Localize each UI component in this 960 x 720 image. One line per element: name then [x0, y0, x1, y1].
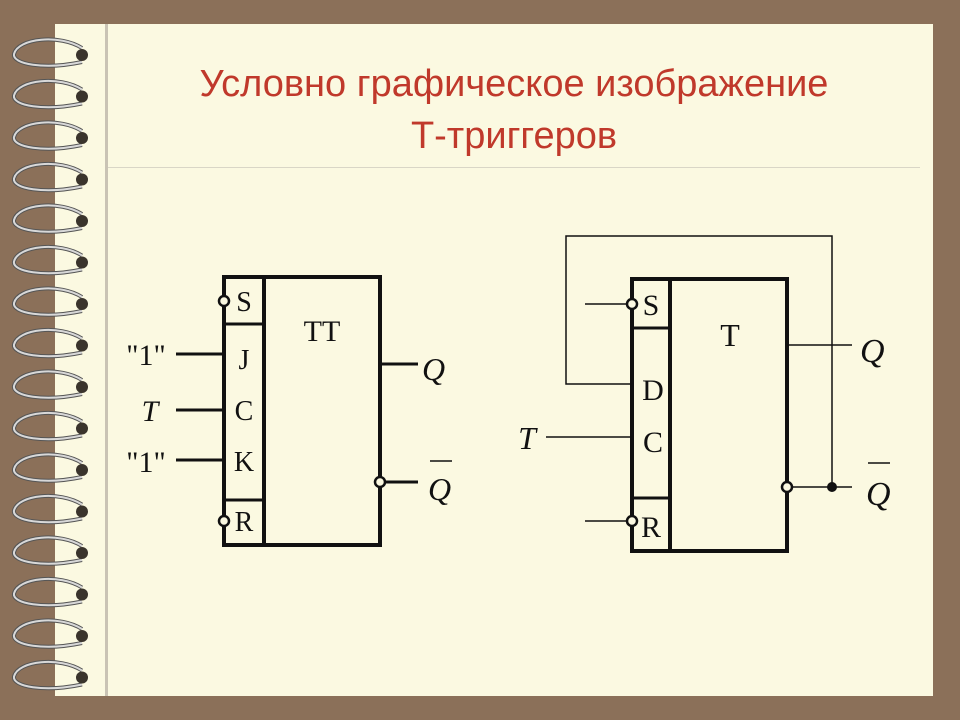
spiral-ring: [12, 535, 88, 566]
right-junction-dot: [827, 482, 837, 492]
spiral-ring: [12, 78, 88, 110]
left-s-inversion: [217, 294, 231, 308]
left-input-k-value: "1": [126, 446, 166, 479]
spiral-ring: [12, 203, 88, 234]
right-pin-r: R: [641, 511, 661, 544]
left-pin-c: C: [235, 396, 254, 427]
spiral-ring: [12, 618, 88, 649]
left-pin-s: S: [236, 287, 252, 318]
spiral-ring: [12, 244, 88, 276]
left-r-inversion: [217, 514, 231, 528]
right-r-inversion: [625, 514, 639, 528]
left-input-t: T: [142, 395, 161, 428]
spiral-binding-icon: [12, 37, 88, 691]
title-line-1: Условно графическое изображение: [199, 63, 829, 105]
right-function-label: T: [720, 317, 740, 353]
margin-line: [105, 24, 108, 696]
right-s-inversion: [625, 297, 639, 311]
spiral-ring: [12, 161, 88, 193]
left-function-label: TT: [304, 315, 341, 348]
right-trigger-body: [630, 277, 789, 553]
spiral-ring: [12, 452, 88, 483]
left-output-nq: Q: [428, 471, 451, 507]
slide-title: Условно графическое изображение Т-тригге…: [108, 58, 920, 162]
right-nq-inversion: [780, 480, 794, 494]
right-pin-c: C: [643, 426, 663, 459]
left-pin-k: K: [234, 447, 254, 478]
left-input-j-value: "1": [126, 339, 166, 372]
spiral-ring: [12, 493, 88, 525]
left-trigger: [176, 275, 452, 547]
right-feedback-line: [565, 235, 833, 487]
right-input-t: T: [518, 420, 538, 456]
spiral-ring: [12, 410, 88, 442]
left-pin-j: J: [239, 345, 250, 376]
right-output-nq: Q: [866, 476, 891, 513]
right-pin-d: D: [642, 374, 664, 407]
spiral-ring: [12, 369, 88, 400]
right-pin-s: S: [643, 289, 660, 322]
title-line-2: Т-триггеров: [410, 115, 618, 157]
spiral-ring: [12, 120, 88, 151]
right-output-q: Q: [860, 333, 885, 370]
title-rule: [108, 167, 920, 168]
spiral-ring: [12, 37, 88, 68]
right-trigger-labels: S D C R T T Q Q: [518, 289, 890, 544]
left-pin-r: R: [235, 507, 254, 538]
spiral-ring: [12, 576, 88, 608]
right-trigger: [546, 235, 890, 553]
left-output-q: Q: [422, 351, 445, 387]
spiral-ring: [12, 327, 88, 359]
left-trigger-labels: S J C K R TT "1" T "1" Q Q: [126, 287, 451, 538]
spiral-ring: [12, 659, 88, 691]
left-nq-inversion: [373, 475, 387, 489]
spiral-ring: [12, 286, 88, 317]
